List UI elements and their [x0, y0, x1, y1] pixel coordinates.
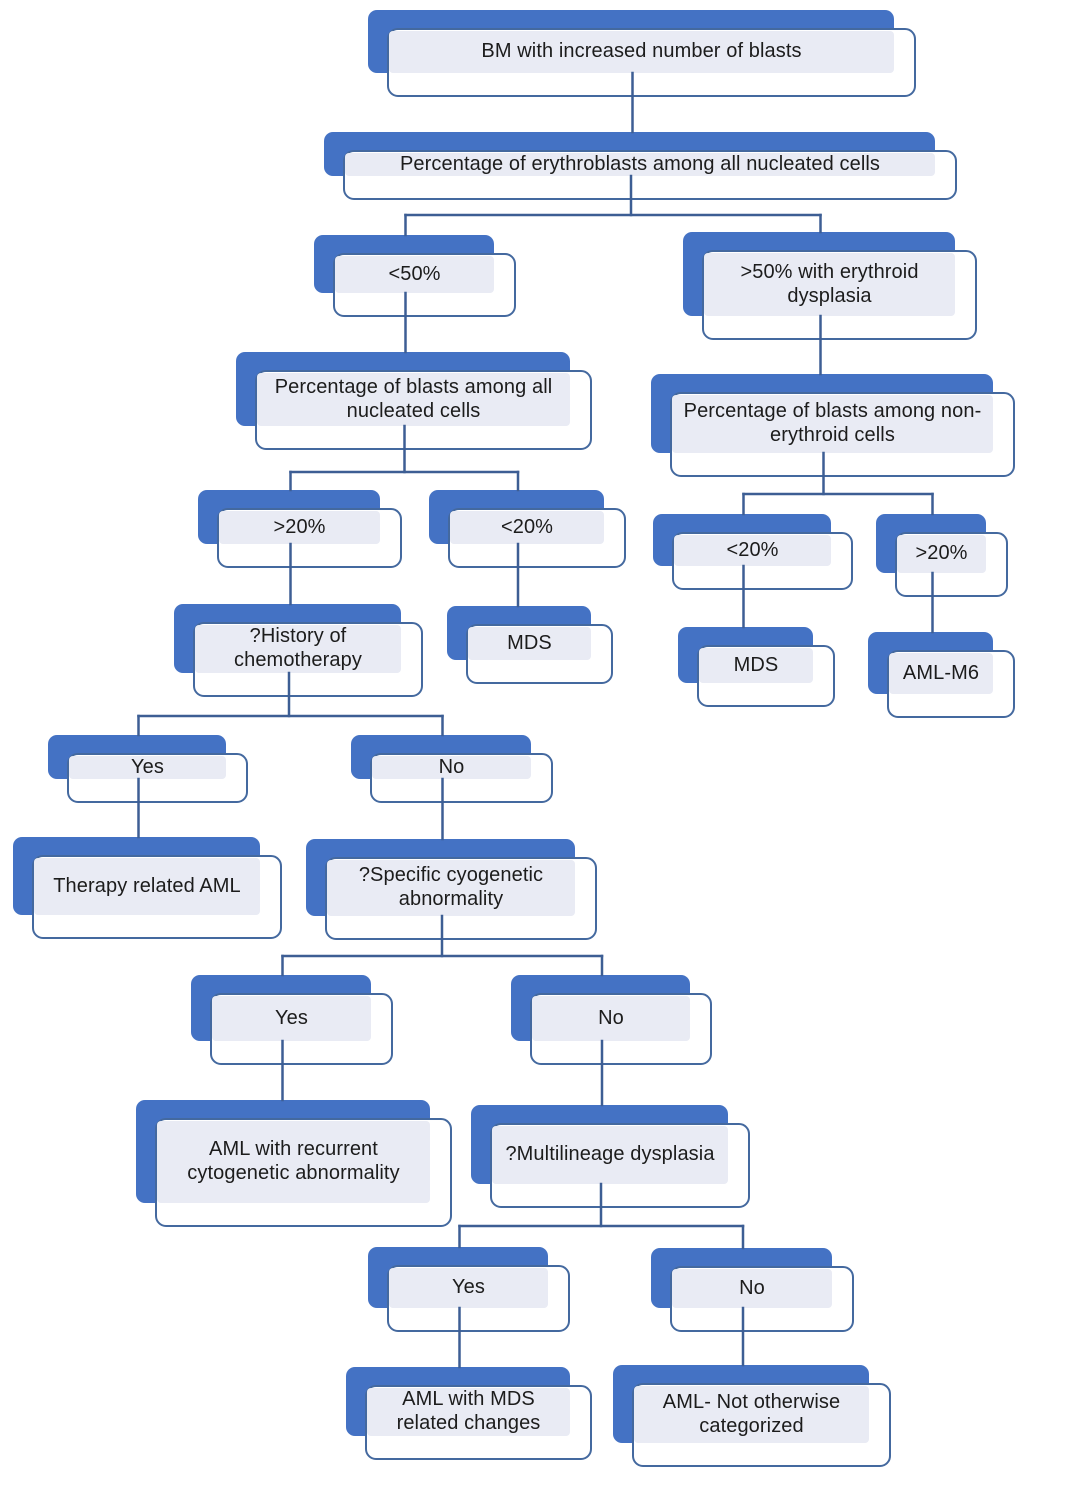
node-label: AML-M6	[902, 661, 980, 684]
flowchart-node-amlNoc: AML- Not otherwise categorized	[613, 1365, 891, 1467]
node-fill: AML-M6	[889, 653, 993, 694]
flowchart-node-no3: No	[651, 1248, 854, 1332]
node-fill: ?Specific cyogenetic abnormality	[327, 860, 575, 916]
node-label: ?Multilineage dysplasia	[505, 1143, 715, 1166]
flowchart-node-no2: No	[511, 975, 712, 1065]
node-fill: Percentage of erythroblasts among all nu…	[345, 153, 935, 176]
flowchart-node-amlRecur: AML with recurrent cytogenetic abnormali…	[136, 1100, 452, 1227]
node-label: No	[598, 1006, 624, 1029]
flowchart-node-mdsL: MDS	[447, 606, 613, 684]
flowchart-node-blastsAll: Percentage of blasts among all nucleated…	[236, 352, 592, 450]
node-fill: ?Multilineage dysplasia	[492, 1126, 728, 1184]
node-label: ?History of chemotherapy	[234, 625, 362, 671]
node-label: No	[739, 1276, 765, 1299]
flowchart-node-yes2: Yes	[191, 975, 393, 1065]
flowchart-node-gt50: >50% with erythroid dysplasia	[683, 232, 977, 340]
node-fill: >50% with erythroid dysplasia	[704, 253, 955, 316]
node-fill: >20%	[897, 535, 986, 573]
flowchart-node-lt50: <50%	[314, 235, 516, 317]
node-fill: Percentage of blasts among all nucleated…	[257, 373, 570, 426]
flowchart-node-multiDys: ?Multilineage dysplasia	[471, 1105, 750, 1208]
node-label: AML- Not otherwise categorized	[662, 1390, 841, 1437]
node-label: Yes	[131, 755, 164, 778]
flowchart-node-lt20R: <20%	[653, 514, 853, 590]
node-label: Therapy related AML	[53, 874, 241, 897]
flowchart-node-bm: BM with increased number of blasts	[368, 10, 916, 97]
node-label: >20%	[273, 515, 326, 538]
node-fill: MDS	[699, 648, 813, 683]
flowchart-node-therapy: Therapy related AML	[13, 837, 282, 939]
flowchart-node-histChemo: ?History of chemotherapy	[174, 604, 423, 697]
node-fill: No	[672, 1269, 832, 1308]
flowchart-node-lt20L: <20%	[429, 490, 626, 568]
node-fill: Yes	[212, 996, 371, 1041]
node-label: Yes	[275, 1006, 308, 1029]
flowchart-node-blastsNonEry: Percentage of blasts among non-erythroid…	[651, 374, 1015, 477]
node-label: Percentage of blasts among all nucleated…	[274, 375, 553, 422]
node-label: BM with increased number of blasts	[481, 40, 802, 63]
flowchart-node-gt20L: >20%	[198, 490, 402, 568]
node-label: <20%	[726, 538, 779, 561]
node-fill: AML with recurrent cytogenetic abnormali…	[157, 1121, 430, 1203]
node-fill: <50%	[335, 256, 494, 293]
node-label: Yes	[452, 1276, 485, 1299]
node-label: MDS	[507, 631, 552, 654]
node-fill: BM with increased number of blasts	[389, 31, 894, 73]
node-fill: Therapy related AML	[34, 858, 260, 915]
flowchart-node-erythro: Percentage of erythroblasts among all nu…	[324, 132, 957, 200]
node-label: MDS	[733, 653, 779, 676]
node-label: Percentage of erythroblasts among all nu…	[399, 152, 881, 175]
node-fill: <20%	[674, 535, 831, 566]
node-label: <50%	[388, 262, 441, 285]
node-label: <20%	[500, 515, 554, 538]
node-fill: No	[532, 996, 690, 1041]
node-label: >20%	[915, 542, 968, 565]
flowchart-node-mdsR: MDS	[678, 627, 835, 707]
flowchart-node-yes1: Yes	[48, 735, 248, 803]
node-fill: AML- Not otherwise categorized	[634, 1386, 869, 1443]
flowchart-node-specCyto: ?Specific cyogenetic abnormality	[306, 839, 597, 940]
node-label: AML with MDS related changes	[396, 1388, 541, 1434]
node-fill: No	[372, 756, 531, 779]
node-label: ?Specific cyogenetic abnormality	[358, 864, 544, 910]
node-fill: >20%	[219, 511, 380, 544]
flowchart-node-yes3: Yes	[368, 1247, 570, 1332]
flowchart-node-no1: No	[351, 735, 553, 803]
node-fill: <20%	[450, 511, 604, 544]
node-label: Percentage of blasts among non-erythroid…	[683, 400, 982, 446]
node-fill: Yes	[69, 756, 226, 779]
node-fill: AML with MDS related changes	[367, 1388, 570, 1436]
node-fill: MDS	[468, 627, 591, 660]
node-label: AML with recurrent cytogenetic abnormali…	[187, 1138, 400, 1184]
flowchart-node-gt20R: >20%	[876, 514, 1008, 597]
flowchart-node-amlM6: AML-M6	[868, 632, 1015, 718]
node-label: No	[438, 755, 465, 778]
node-fill: ?History of chemotherapy	[195, 625, 401, 673]
node-fill: Percentage of blasts among non-erythroid…	[672, 395, 993, 453]
node-fill: Yes	[389, 1268, 548, 1308]
node-label: >50% with erythroid dysplasia	[740, 260, 919, 307]
flowchart-node-amlMds: AML with MDS related changes	[346, 1367, 592, 1460]
